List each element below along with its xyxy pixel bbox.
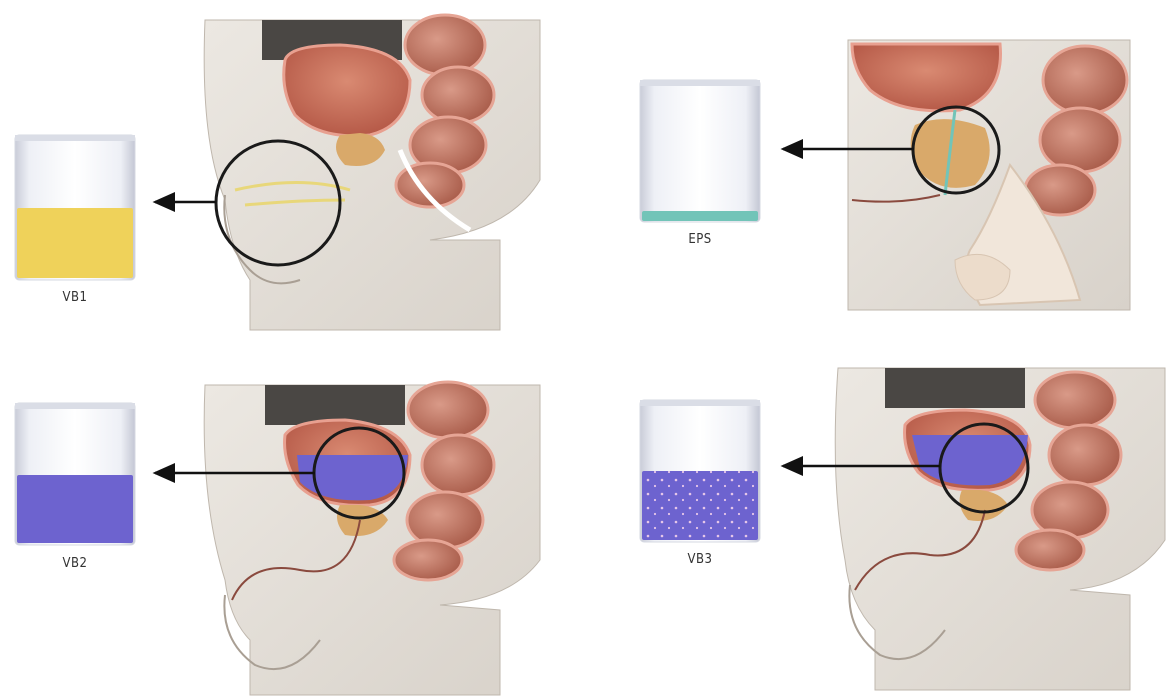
- panel-eps: [640, 40, 1130, 310]
- pelvis-anatomy-illustration: [204, 15, 540, 330]
- beaker-eps: [640, 80, 760, 222]
- prostate-massage-illustration: [848, 40, 1130, 310]
- beaker-vb1: [15, 135, 135, 280]
- panel-vb2: [15, 382, 540, 695]
- beaker-vb3: [640, 400, 760, 542]
- panel-vb1: [15, 15, 540, 330]
- panel-vb3: [640, 368, 1165, 690]
- beaker-vb2: [15, 403, 135, 545]
- beaker-label-vb2: VB2: [35, 556, 115, 571]
- pelvis-anatomy-illustration: [835, 368, 1165, 690]
- beaker-label-eps: EPS: [660, 232, 740, 247]
- beaker-label-vb3: VB3: [660, 552, 740, 567]
- beaker-label-vb1: VB1: [35, 290, 115, 305]
